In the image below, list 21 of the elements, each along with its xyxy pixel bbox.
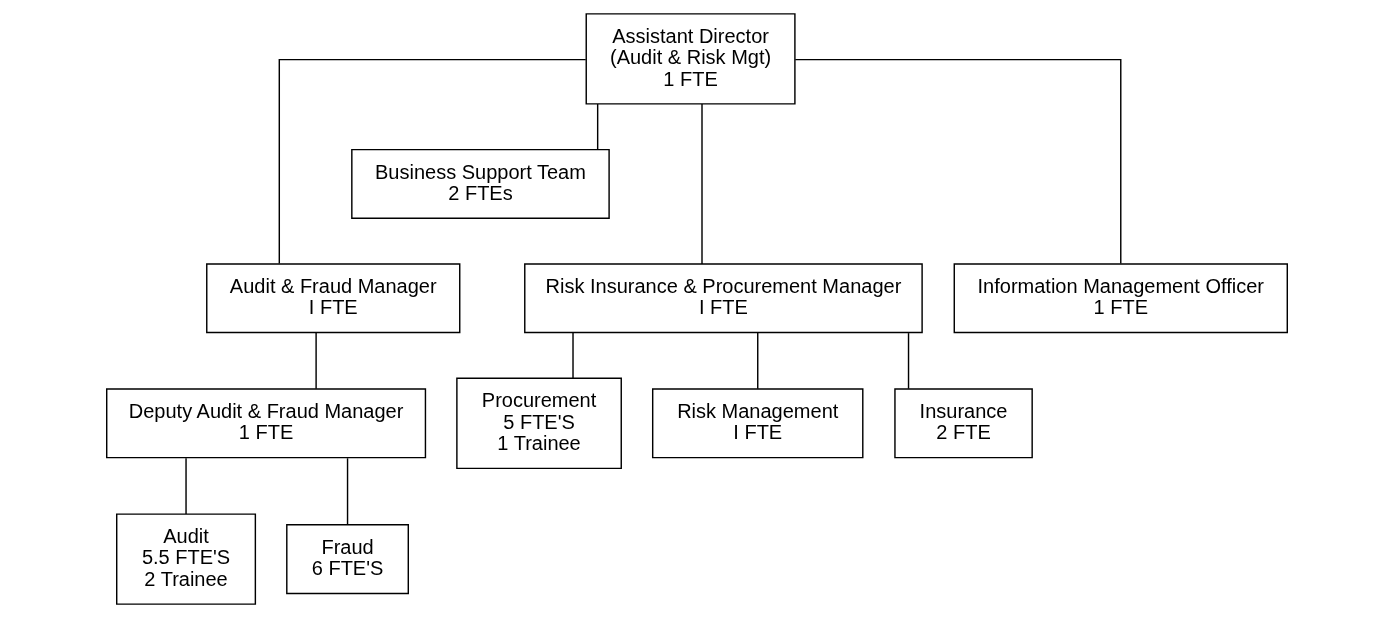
node-box: Risk Management I FTE [651,388,863,459]
node-box: Insurance 2 FTE [893,388,1033,459]
node-box: Fraud 6 FTE'S [285,524,409,595]
connector [571,332,574,379]
node-box: Procurement 5 FTE'S 1 Trainee [455,377,622,470]
node-box: Audit & Fraud Manager I FTE [205,263,460,334]
connector [184,457,187,515]
node-box: Audit 5.5 FTE'S 2 Trainee [115,513,256,605]
connector [346,457,348,526]
node-box: Assistant Director (Audit & Risk Mgt) 1 FTE [585,13,796,105]
connector [596,103,598,151]
connector [756,332,758,390]
node-box: Risk Insurance & Procurement Manager I FTE [523,263,923,334]
connector [700,103,703,265]
connector [278,58,586,265]
node-box: Deputy Audit & Fraud Manager 1 FTE [105,388,426,459]
node-box: Information Management Officer 1 FTE [953,263,1288,334]
connector [314,332,317,390]
connector [794,58,1121,265]
node-box: Business Support Team 2 FTEs [350,148,610,219]
connector [907,332,909,390]
